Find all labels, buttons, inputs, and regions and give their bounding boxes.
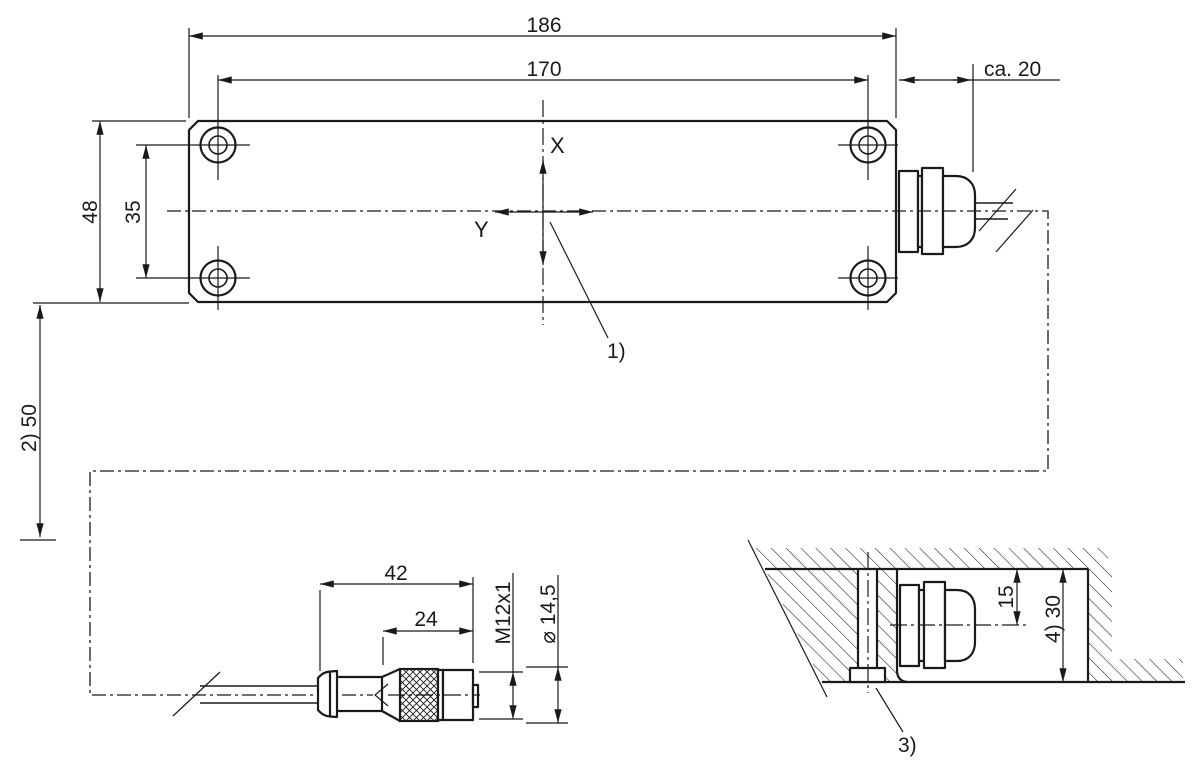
conductor-v-mark — [374, 683, 389, 707]
dimension-overall-height: 48 — [79, 120, 186, 302]
mounting-hole-bottom-left — [199, 259, 237, 297]
mounting-detail-view: 15 4) 30 3) — [747, 539, 1185, 757]
connector-view: 42 24 M12x1 ⌀ 14,5 — [172, 562, 568, 724]
wall-hatching — [752, 548, 1183, 682]
dim-text-186: 186 — [526, 14, 561, 37]
section-break-edge — [747, 539, 828, 698]
cable-break-mark — [172, 671, 221, 717]
dim-text-42: 42 — [384, 562, 407, 585]
dimension-hole-spacing-y: 35 — [122, 145, 150, 278]
dim-text-ca20: ca. 20 — [984, 58, 1041, 81]
callout-label-3: 3) — [898, 734, 917, 757]
dimension-recess-depth: 4) 30 — [1042, 569, 1067, 682]
dim-text-170: 170 — [526, 58, 561, 81]
dimension-cable-offset: 2) 50 — [18, 302, 189, 541]
leader-line-1 — [549, 221, 609, 339]
dimension-hole-spacing-x: 170 — [218, 58, 868, 84]
cable-gland-section — [890, 580, 1026, 670]
dimension-connector-length: 42 — [319, 562, 474, 671]
callout-gland-nut: 3) — [875, 687, 917, 757]
mounting-hole-top-right — [849, 126, 887, 164]
cable-break-marks — [978, 188, 1034, 253]
coordinate-axes: X Y — [474, 133, 593, 265]
cable-lines — [200, 685, 319, 704]
dim-text-35: 35 — [122, 200, 145, 223]
dimension-gland-length: ca. 20 — [899, 58, 1060, 172]
gland-dome — [941, 174, 977, 249]
axis-label-x: X — [550, 133, 565, 158]
cable-stub-lines — [975, 202, 1013, 220]
cable-route-centerline — [89, 210, 1049, 696]
dimension-diameter: ⌀ 14,5 — [526, 575, 568, 724]
dimension-overall-width: 186 — [188, 14, 897, 118]
dim-text-48: 48 — [79, 200, 102, 223]
connector-body — [337, 667, 401, 722]
mounting-hole-bottom-right — [849, 259, 887, 297]
dim-text-dia145: ⌀ 14,5 — [537, 584, 560, 643]
leader-line-3 — [875, 687, 904, 733]
callout-origin: 1) — [549, 221, 626, 363]
dimension-thread: M12x1 — [479, 573, 523, 720]
mounting-hole-top-left — [199, 126, 237, 164]
connector-tip — [471, 683, 480, 709]
dimension-knurl-length: 24 — [382, 608, 473, 665]
callout-label-1: 1) — [607, 340, 626, 363]
dim-text-2-50: 2) 50 — [18, 404, 41, 452]
dim-text-m12: M12x1 — [492, 581, 515, 644]
dim-text-24: 24 — [414, 608, 438, 631]
axis-label-y: Y — [474, 217, 489, 242]
dimension-center-depth: 15 — [995, 569, 1021, 625]
dim-text-15: 15 — [995, 585, 1018, 608]
dim-text-4-30: 4) 30 — [1042, 595, 1065, 643]
strain-relief-bell — [316, 669, 339, 719]
